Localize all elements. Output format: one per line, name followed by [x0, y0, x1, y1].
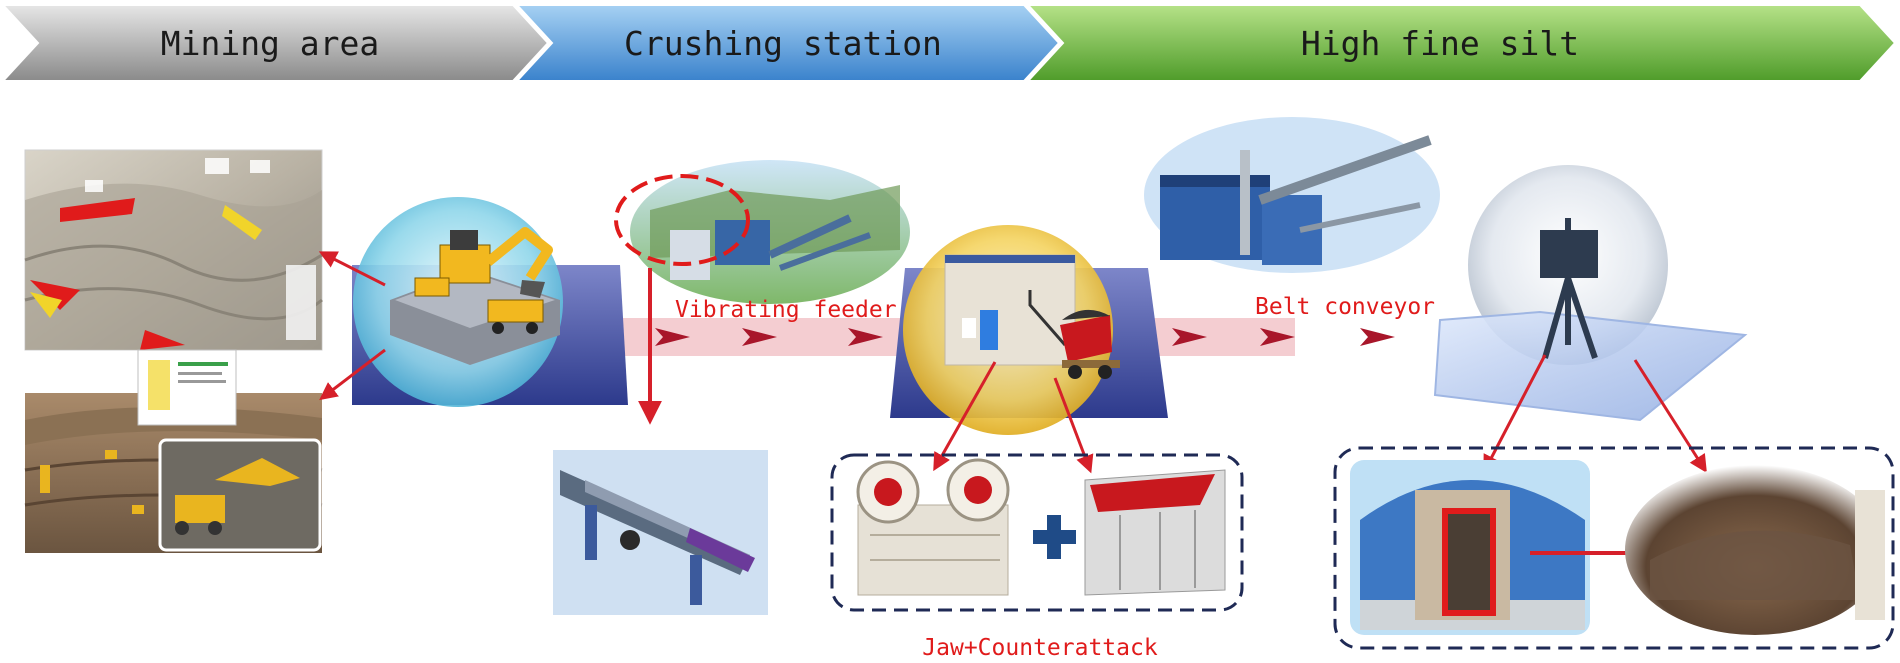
vibrating-feeder-photo: [553, 450, 768, 615]
flow-arrow-icon: [655, 328, 690, 346]
flow-arrow-icon: [1260, 328, 1295, 346]
silt-pile-photo: [1625, 465, 1885, 635]
flow-arrow-icon: [742, 328, 777, 346]
belt-conveyor-photo: [1144, 117, 1440, 273]
flow-arrow-icon: [1172, 328, 1207, 346]
crusher-building-icon: [944, 254, 1076, 366]
crushing-plant-photo: [614, 160, 910, 304]
stage-crushing-chevron: [514, 4, 1061, 82]
storage-shed-photo: [1350, 460, 1590, 635]
impact-crusher-photo: [1084, 469, 1226, 596]
crushing-icon-bubble: [890, 225, 1168, 435]
mine-3d-model-photo: [24, 149, 323, 351]
mine-cart-icon: [1060, 309, 1120, 379]
excavator-icon: [390, 227, 560, 365]
flow-arrow-icon: [848, 328, 883, 346]
plus-icon: [1033, 515, 1076, 559]
jaw-counterattack-label: Jaw+Counterattack: [922, 635, 1158, 661]
stage-silt-label: High fine silt: [1301, 24, 1579, 63]
stage-mining-chevron: [0, 4, 550, 82]
easel-icon: [1540, 218, 1598, 359]
mining-icon-bubble: [352, 197, 628, 407]
stage-banner: Mining area Crushing station High fine s…: [0, 4, 1897, 82]
stage-crushing-label: Crushing station: [624, 24, 942, 63]
belt-conveyor-label: Belt conveyor: [1255, 294, 1435, 320]
jaw-crusher-photo: [856, 458, 1010, 596]
flow-arrow-icon: [1360, 328, 1395, 346]
open-pit-photo: [24, 349, 323, 553]
crushers-group: [830, 453, 1244, 612]
silt-icon-bubble: [1433, 165, 1748, 422]
glass-platform: [1433, 310, 1748, 422]
silt-storage-group: [1333, 446, 1895, 650]
stage-silt-chevron: [1025, 4, 1897, 82]
vibrating-feeder-label: Vibrating feeder: [675, 297, 897, 323]
stage-mining-label: Mining area: [161, 24, 380, 63]
